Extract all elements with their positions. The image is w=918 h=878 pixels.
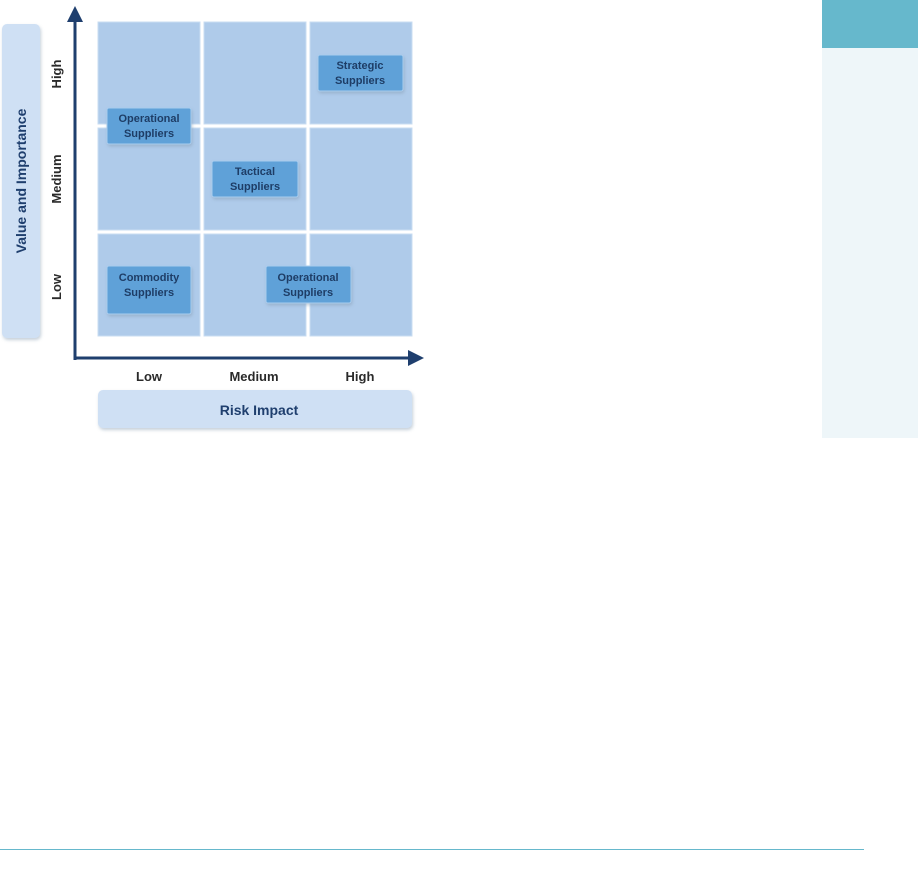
supplier-label-operational-top: Operational Suppliers (106, 107, 192, 145)
supplier-label-line: Operational (118, 113, 179, 125)
supplier-label-commodity: Commodity Suppliers (106, 265, 192, 315)
y-tick-low: Low (49, 273, 64, 300)
supplier-label-tactical: Tactical Suppliers (211, 160, 299, 198)
cell-high-low (97, 21, 201, 125)
supplier-matrix-diagram: Value and Importance Low Medium High Low… (2, 6, 424, 428)
supplier-label-strategic: Strategic Suppliers (317, 54, 404, 92)
supplier-label-line: Suppliers (230, 181, 280, 193)
y-axis-title-bar: Value and Importance (2, 24, 40, 338)
supplier-label-line: Suppliers (283, 287, 333, 299)
x-axis-title: Risk Impact (220, 402, 299, 418)
y-ticks: Low Medium High (49, 60, 64, 300)
sidebar-tab (822, 0, 918, 48)
x-axis-arrowhead (408, 350, 424, 366)
y-tick-high: High (49, 60, 64, 89)
supplier-label-line: Strategic (336, 60, 383, 72)
supplier-label-line: Suppliers (335, 75, 385, 87)
y-tick-medium: Medium (49, 154, 64, 203)
axes (67, 6, 424, 366)
supplier-label-line: Tactical (235, 166, 275, 178)
sidebar-panel (822, 48, 918, 438)
cell-high-medium (203, 21, 307, 125)
x-tick-medium: Medium (229, 369, 278, 384)
supplier-label-line: Suppliers (124, 128, 174, 140)
x-axis-title-bar: Risk Impact (98, 390, 412, 428)
supplier-label-line: Commodity (119, 272, 180, 284)
supplier-label-line: Suppliers (124, 287, 174, 299)
y-axis-title: Value and Importance (13, 108, 29, 253)
supplier-label-operational-bottom: Operational Suppliers (265, 265, 352, 304)
x-tick-low: Low (136, 369, 163, 384)
x-tick-high: High (346, 369, 375, 384)
matrix-grid (97, 21, 413, 337)
footer-rule (0, 849, 864, 850)
supplier-label-line: Operational (277, 272, 338, 284)
y-axis-arrowhead (67, 6, 83, 22)
cell-medium-high (309, 127, 413, 231)
x-ticks: Low Medium High (136, 369, 374, 384)
